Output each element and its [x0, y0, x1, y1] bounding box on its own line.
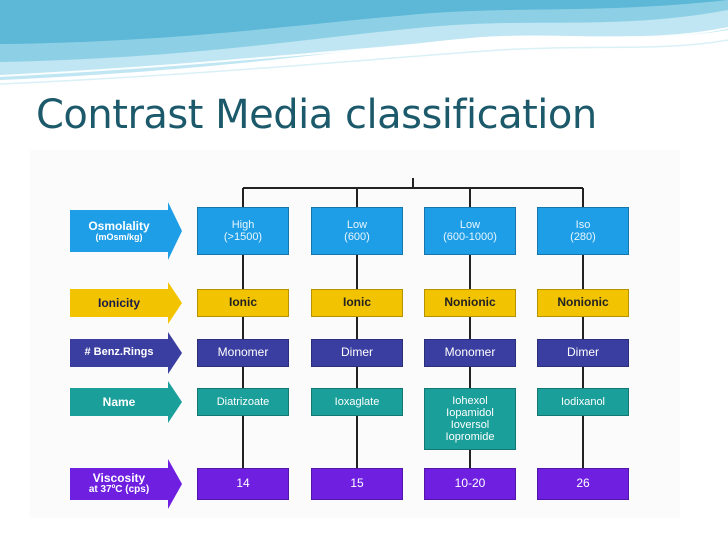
- agent-name: Iopromide: [445, 431, 495, 444]
- agent-name: Ioxaglate: [334, 395, 380, 408]
- ionicity-value: Nonionic: [557, 295, 609, 310]
- name-label: Name: [102, 394, 136, 409]
- connector-lines: [70, 178, 584, 509]
- osmolality-level: Low: [346, 218, 368, 231]
- benz-rings-label: # Benz.Rings: [84, 346, 154, 359]
- ionicity-arrow: [70, 282, 182, 324]
- ionicity-cell: Nonionic: [537, 289, 629, 317]
- agent-name: Iopamidol: [446, 406, 494, 419]
- name-arrow: [70, 381, 182, 423]
- benz-rings-cell: Monomer: [197, 339, 289, 367]
- benz-rings-cell: Monomer: [424, 339, 516, 367]
- benz-rings-value: Monomer: [444, 345, 496, 360]
- viscosity-cell: 14: [197, 468, 289, 500]
- benz-rings-arrow: [70, 332, 182, 374]
- viscosity-cell: 10-20: [424, 468, 516, 500]
- osmolality-value: (>1500): [223, 231, 263, 243]
- osmolality-cell: Low (600-1000): [424, 207, 516, 255]
- viscosity-unit: at 37ºC (cps): [88, 484, 150, 496]
- ionicity-cell: Nonionic: [424, 289, 516, 317]
- name-cell: Iodixanol: [537, 388, 629, 416]
- slide-title: Contrast Media classification: [36, 92, 597, 138]
- osmolality-level: High: [231, 218, 255, 231]
- ionicity-cell: Ionic: [197, 289, 289, 317]
- name-cell: Diatrizoate: [197, 388, 289, 416]
- header-wave-decoration: [0, 0, 728, 85]
- osmolality-row-label: Osmolality (mOsm/kg): [70, 212, 168, 250]
- viscosity-label: Viscosity: [92, 471, 146, 486]
- viscosity-row-label: Viscosity at 37ºC (cps): [70, 470, 168, 498]
- osmolality-value: (600): [344, 231, 370, 243]
- benz-rings-cell: Dimer: [311, 339, 403, 367]
- name-row-label: Name: [70, 390, 168, 414]
- benz-rings-value: Monomer: [217, 345, 269, 360]
- benz-rings-value: Dimer: [567, 345, 599, 360]
- classification-diagram: Osmolality (mOsm/kg) Ionicity # Benz.Rin…: [30, 150, 680, 518]
- ionicity-value: Nonionic: [444, 295, 496, 310]
- osmolality-unit: (mOsm/kg): [95, 231, 143, 242]
- benz-rings-value: Dimer: [341, 345, 373, 360]
- viscosity-cell: 26: [537, 468, 629, 500]
- osmolality-label: Osmolality: [88, 218, 150, 233]
- agent-name: Diatrizoate: [216, 395, 270, 408]
- viscosity-value: 10-20: [454, 476, 486, 491]
- ionicity-value: Ionic: [228, 295, 257, 310]
- viscosity-value: 14: [236, 476, 250, 491]
- ionicity-cell: Ionic: [311, 289, 403, 317]
- osmolality-level: Iso: [575, 218, 591, 231]
- agent-name: Iodixanol: [560, 395, 606, 408]
- agent-name: Iohexol: [452, 394, 488, 407]
- agent-name: Ioversol: [450, 419, 490, 431]
- benz-rings-row-label: # Benz.Rings: [70, 341, 168, 365]
- viscosity-value: 26: [576, 476, 590, 491]
- viscosity-value: 15: [350, 476, 364, 491]
- viscosity-arrow: [70, 459, 182, 509]
- ionicity-label: Ionicity: [97, 295, 140, 310]
- osmolality-cell: High (>1500): [197, 207, 289, 255]
- osmolality-cell: Iso (280): [537, 207, 629, 255]
- osmolality-cell: Low (600): [311, 207, 403, 255]
- ionicity-row-label: Ionicity: [70, 291, 168, 315]
- benz-rings-cell: Dimer: [537, 339, 629, 367]
- row-arrows: [70, 202, 182, 509]
- osmolality-value: (280): [570, 231, 596, 243]
- viscosity-cell: 15: [311, 468, 403, 500]
- osmolality-level: Low: [459, 218, 481, 231]
- osmolality-arrow: [70, 202, 182, 260]
- osmolality-value: (600-1000): [443, 231, 497, 243]
- name-cell: Iohexol Iopamidol Ioversol Iopromide: [424, 388, 516, 450]
- name-cell: Ioxaglate: [311, 388, 403, 416]
- ionicity-value: Ionic: [342, 295, 371, 310]
